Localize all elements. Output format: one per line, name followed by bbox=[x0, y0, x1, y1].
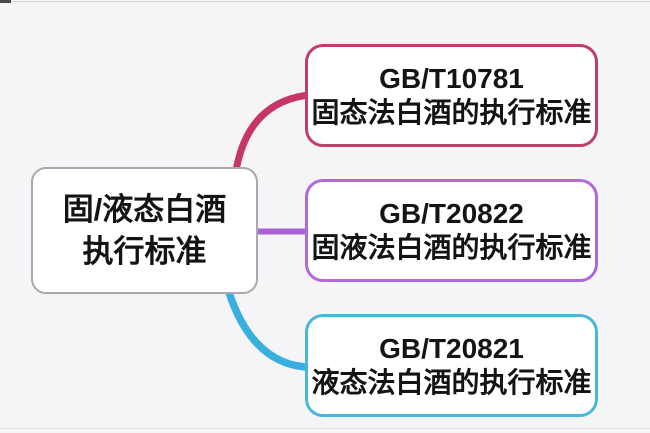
branch-code: GB/T20821 bbox=[379, 332, 524, 364]
branch-desc: 液态法白酒的执行标准 bbox=[311, 366, 592, 398]
branch-node-gbt20821[interactable]: GB/T20821 液态法白酒的执行标准 bbox=[305, 314, 598, 417]
branch-desc: 固液法白酒的执行标准 bbox=[311, 231, 592, 263]
connector-root-to-gbt20821 bbox=[225, 288, 309, 371]
screen-bottom-hairline bbox=[0, 428, 650, 429]
branch-node-gbt20822[interactable]: GB/T20822 固液法白酒的执行标准 bbox=[305, 179, 598, 282]
screenshot-edge-artifact bbox=[0, 0, 11, 3]
connector-root-to-gbt10781 bbox=[233, 92, 309, 172]
root-node-line1: 固/液态白酒 bbox=[62, 191, 227, 227]
screen-top-hairline bbox=[0, 1, 650, 2]
branch-desc: 固态法白酒的执行标准 bbox=[311, 96, 592, 128]
branch-code: GB/T20822 bbox=[379, 197, 524, 229]
root-node[interactable]: 固/液态白酒 执行标准 bbox=[31, 167, 258, 294]
root-node-line2: 执行标准 bbox=[82, 233, 207, 269]
branch-code: GB/T10781 bbox=[379, 62, 524, 94]
branch-node-gbt10781[interactable]: GB/T10781 固态法白酒的执行标准 bbox=[305, 44, 598, 147]
